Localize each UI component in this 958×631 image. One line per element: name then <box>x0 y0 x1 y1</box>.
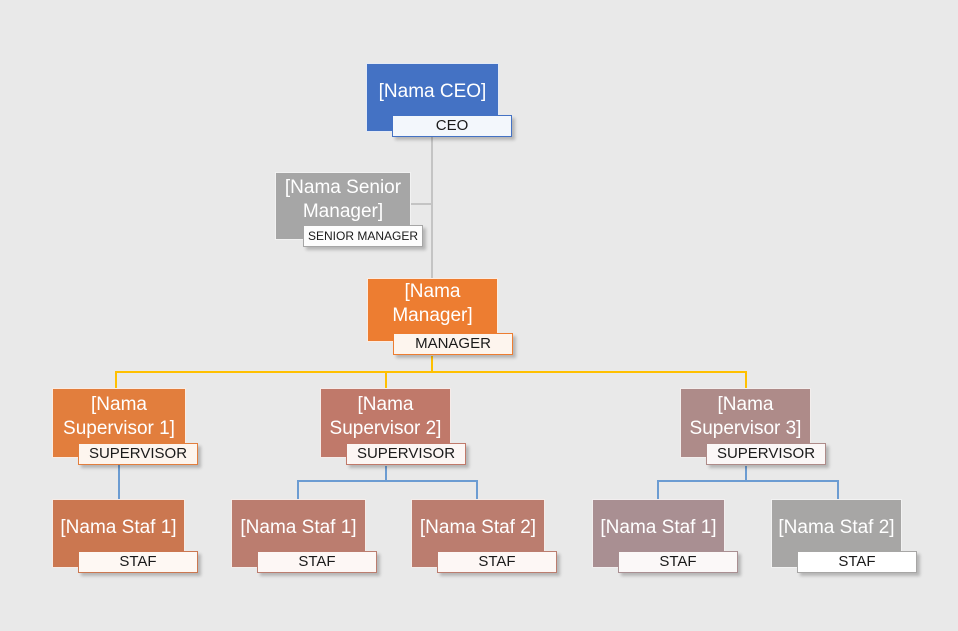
connector-manager-supervisors-rail <box>115 371 747 373</box>
org-node-senior-manager-title-badge: SENIOR MANAGER <box>303 225 423 247</box>
org-node-staf3-2: [Nama Staf 2] STAF <box>771 499 917 573</box>
org-node-staf2-1-name: [Nama Staf 1] <box>240 516 357 538</box>
org-node-staf2-1-title: STAF <box>298 553 336 570</box>
org-node-senior-manager-title: SENIOR MANAGER <box>307 229 418 243</box>
org-node-staf2-1-title-badge: STAF <box>257 551 377 573</box>
org-node-supervisor2-name: [Nama Supervisor 2] <box>329 394 442 439</box>
org-node-ceo-title: CEO <box>435 117 469 134</box>
connector-supervisor1-staf1 <box>118 465 120 500</box>
connector-supervisor3-stem <box>745 466 747 482</box>
connector-supervisor2-rail <box>297 480 478 482</box>
org-node-staf2-2-title: STAF <box>478 553 516 570</box>
org-node-supervisor2-title-badge: SUPERVISOR <box>346 443 466 465</box>
org-node-staf1-1-name: [Nama Staf 1] <box>60 516 177 538</box>
org-node-supervisor1-name: [Nama Supervisor 1] <box>63 394 175 439</box>
org-node-supervisor1: [Nama Supervisor 1] SUPERVISOR <box>52 388 198 465</box>
org-node-staf2-2: [Nama Staf 2] STAF <box>411 499 557 573</box>
connector-supervisor2-stem <box>385 466 387 482</box>
connector-senior-manager-stub <box>410 203 432 205</box>
org-node-staf1-1-title-badge: STAF <box>78 551 198 573</box>
org-node-supervisor3-title-badge: SUPERVISOR <box>706 443 826 465</box>
org-node-supervisor1-title-badge: SUPERVISOR <box>78 443 198 465</box>
org-node-supervisor1-title: SUPERVISOR <box>88 445 188 462</box>
org-node-manager-name: [Nama Manager] <box>392 281 473 326</box>
org-node-staf3-1-name: [Nama Staf 1] <box>600 516 717 538</box>
connector-drop-staf2-1 <box>297 480 299 500</box>
connector-drop-supervisor2 <box>385 371 387 389</box>
connector-supervisor3-rail <box>657 480 839 482</box>
org-node-senior-manager-name: [Nama Senior Manager] <box>284 177 402 222</box>
connector-drop-supervisor1 <box>115 371 117 389</box>
org-node-ceo-title-badge: CEO <box>392 115 512 137</box>
org-node-manager-shape: [Nama Manager] <box>367 278 498 342</box>
org-node-staf2-2-name: [Nama Staf 2] <box>419 516 537 538</box>
org-node-staf3-1-title: STAF <box>659 553 697 570</box>
org-node-manager: [Nama Manager] MANAGER <box>367 278 513 355</box>
org-node-staf2-1: [Nama Staf 1] STAF <box>231 499 377 573</box>
org-node-staf3-2-title: STAF <box>838 553 876 570</box>
org-node-staf3-1: [Nama Staf 1] STAF <box>592 499 738 573</box>
org-node-ceo: [Nama CEO] CEO <box>366 63 512 137</box>
org-node-staf1-1: [Nama Staf 1] STAF <box>52 499 198 573</box>
connector-drop-staf3-1 <box>657 480 659 500</box>
org-node-staf2-2-title-badge: STAF <box>437 551 557 573</box>
org-node-manager-title: MANAGER <box>415 335 491 352</box>
org-node-supervisor2-title: SUPERVISOR <box>356 445 456 462</box>
org-node-staf3-2-name: [Nama Staf 2] <box>778 516 895 538</box>
org-node-senior-manager: [Nama Senior Manager] SENIOR MANAGER <box>275 172 423 247</box>
org-node-supervisor3-name: [Nama Supervisor 3] <box>689 394 802 439</box>
org-node-staf1-1-title: STAF <box>119 553 157 570</box>
org-node-supervisor2: [Nama Supervisor 2] SUPERVISOR <box>320 388 466 465</box>
org-node-manager-title-badge: MANAGER <box>393 333 513 355</box>
connector-drop-staf3-2 <box>837 480 839 500</box>
connector-ceo-manager-vertical <box>431 137 433 278</box>
org-node-staf3-1-title-badge: STAF <box>618 551 738 573</box>
org-node-supervisor3: [Nama Supervisor 3] SUPERVISOR <box>680 388 826 465</box>
connector-manager-stem <box>431 356 433 372</box>
connector-drop-supervisor3 <box>745 371 747 389</box>
org-node-staf3-2-title-badge: STAF <box>797 551 917 573</box>
org-node-ceo-name: [Nama CEO] <box>378 80 487 102</box>
org-node-supervisor3-title: SUPERVISOR <box>716 445 816 462</box>
connector-drop-staf2-2 <box>476 480 478 500</box>
